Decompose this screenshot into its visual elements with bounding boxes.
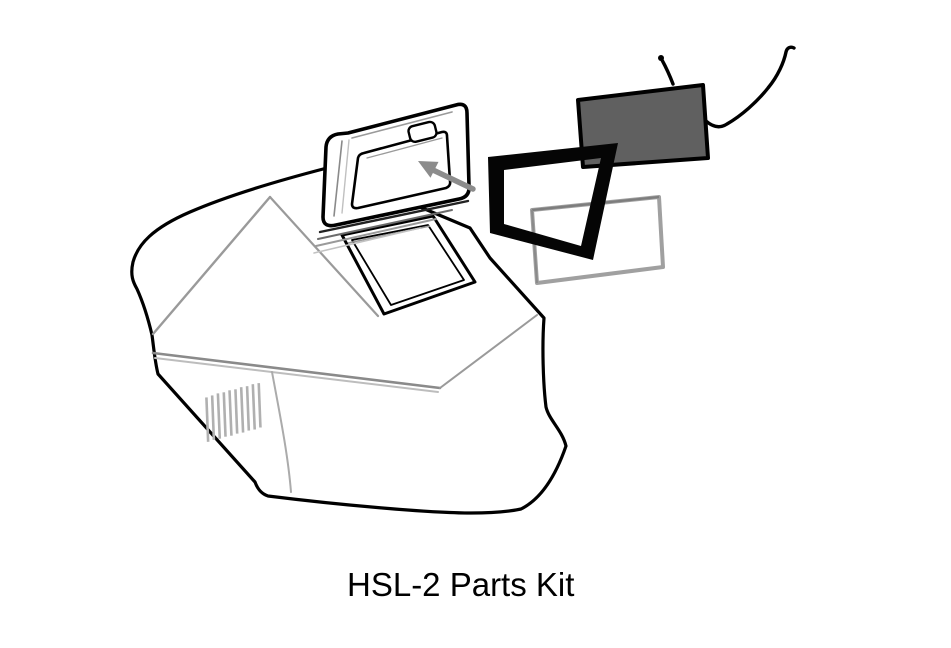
- helmet-seams: [151, 195, 538, 493]
- visor-right-seam: [439, 314, 538, 389]
- cover-lens-left-edge: [531, 209, 538, 284]
- lens-gasket-frame: [488, 143, 618, 260]
- arrow-head: [418, 161, 439, 178]
- vent-grille: [205, 383, 262, 442]
- insertion-arrow-icon: [418, 161, 476, 192]
- flip-up-lens-holder: [313, 102, 471, 254]
- lid-bevel-left-2: [341, 139, 350, 214]
- brow-seam-light: [154, 357, 439, 393]
- lid-stack-line-3: [315, 218, 437, 247]
- gasket-frame-shape: [488, 143, 618, 260]
- lid-bevel-top: [351, 111, 453, 139]
- figure-caption: HSL-2 Parts Kit: [347, 566, 575, 603]
- brow-seam-dark: [151, 351, 442, 390]
- lid-inner-lens: [350, 130, 452, 210]
- top-left-seam: [151, 195, 272, 336]
- lid-inner-lens-bevel: [366, 137, 443, 159]
- lid-stack-line-1: [318, 199, 470, 234]
- short-wire-tip: [658, 55, 664, 61]
- hinge-seam: [268, 195, 380, 318]
- clear-cover-lens: [530, 195, 665, 285]
- lid-bevel-left-1: [333, 140, 343, 217]
- lid-stack-line-4: [313, 227, 421, 254]
- cartridge-long-wire: [704, 45, 796, 129]
- arrow-shaft: [430, 167, 476, 192]
- lid-stack-line-2: [317, 209, 453, 240]
- aperture-inner-frame: [351, 224, 465, 306]
- lid-latch: [407, 120, 438, 144]
- jaw-seam: [271, 371, 292, 493]
- cartridge-short-wire: [660, 58, 675, 86]
